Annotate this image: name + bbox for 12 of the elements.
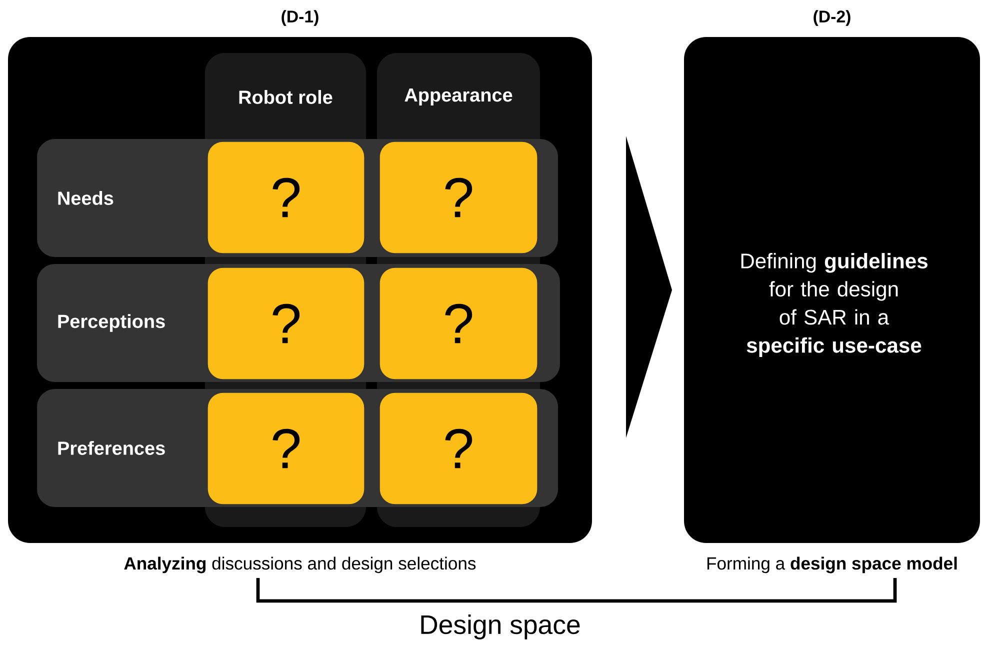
- question-cell: ?: [378, 266, 539, 381]
- question-cell: ?: [206, 140, 366, 255]
- question-cell: ?: [206, 391, 366, 506]
- node-label: Analyzing discussions and design selections: [124, 556, 476, 574]
- bracket-label: Design space: [421, 614, 580, 640]
- question-cell: ?: [378, 140, 539, 255]
- panel-text: Defining guidelines for the design of SAR in a specific use-case: [741, 253, 928, 357]
- question-cell: ?: [206, 266, 366, 381]
- question-cell: ?: [378, 391, 539, 506]
- panel-title: (D-1): [282, 10, 318, 26]
- panel-title: (D-2): [814, 10, 850, 26]
- node-label: Forming a design space model: [707, 556, 957, 574]
